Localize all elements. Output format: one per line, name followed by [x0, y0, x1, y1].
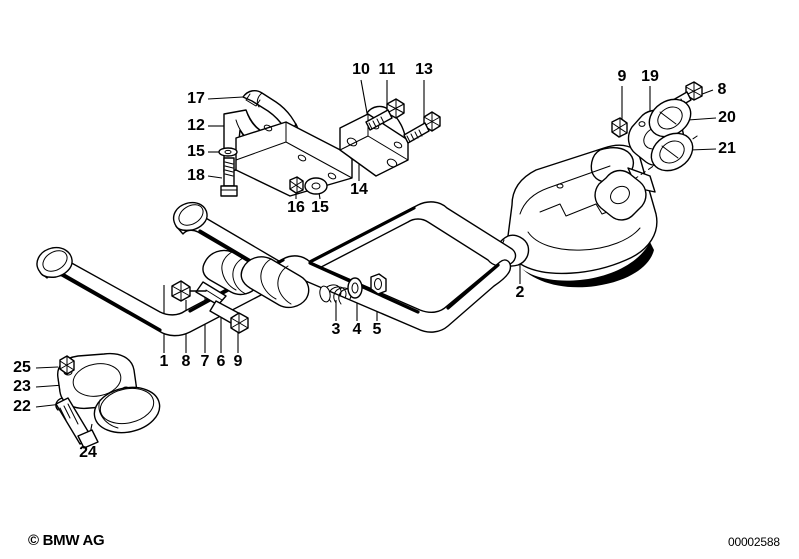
drawing-number: 00002588 — [728, 535, 780, 549]
mounting-bracket-assembly — [339, 98, 441, 177]
callout-12: 12 — [187, 117, 205, 134]
muffler-flange-tab — [594, 169, 647, 221]
washer-15-lower — [304, 177, 328, 195]
callout-8-right: 8 — [717, 81, 727, 98]
callout-17: 17 — [187, 90, 205, 107]
callout-20: 20 — [718, 109, 736, 126]
callout-10: 10 — [352, 61, 370, 78]
callout-21: 21 — [718, 140, 736, 157]
callout-18: 18 — [187, 167, 205, 184]
hex-nut-9 — [611, 117, 628, 138]
callout-14: 14 — [350, 181, 368, 198]
spring-washer-nut-group — [319, 273, 387, 305]
callout-22: 22 — [13, 398, 31, 415]
copyright-notice: © BMW AG — [28, 532, 105, 549]
rear-flange-assembly — [594, 81, 703, 221]
callout-4: 4 — [352, 321, 362, 338]
callout-15-lower: 15 — [311, 199, 329, 216]
rubber-mount-ring-21 — [650, 132, 694, 172]
callout-3: 3 — [331, 321, 341, 338]
washer-4 — [347, 277, 363, 299]
callout-7: 7 — [200, 353, 210, 370]
callout-2: 2 — [515, 284, 525, 301]
washer-15-upper — [218, 147, 238, 157]
callout-8-left: 8 — [181, 353, 191, 370]
callout-5: 5 — [372, 321, 382, 338]
callout-23: 23 — [13, 378, 31, 395]
callout-25: 25 — [13, 359, 31, 376]
callout-24: 24 — [79, 444, 97, 461]
bolt-18 — [220, 157, 238, 197]
callout-1: 1 — [159, 353, 169, 370]
pipe-end-lower — [36, 246, 73, 278]
pipe-end-upper — [172, 201, 208, 232]
stud-bolt-22 — [55, 397, 99, 449]
pipe-clamp-assembly — [171, 249, 310, 334]
callout-9-left: 9 — [233, 353, 243, 370]
callout-19: 19 — [641, 68, 659, 85]
hex-nut-16 — [289, 176, 304, 194]
bolt-11 — [365, 98, 405, 131]
callout-13: 13 — [415, 61, 433, 78]
sealing-ring-24 — [93, 386, 161, 434]
bracket-bar — [235, 121, 353, 197]
callout-16: 16 — [287, 199, 305, 216]
callout-9-top: 9 — [617, 68, 627, 85]
bolt-13 — [403, 111, 441, 144]
callout-6: 6 — [216, 353, 226, 370]
callout-15-upper: 15 — [187, 143, 205, 160]
hex-nut-5 — [370, 273, 387, 295]
manifold-flange-assembly — [55, 352, 161, 449]
hex-nut-25 — [59, 355, 75, 375]
callout-11: 11 — [378, 61, 396, 78]
rubber-mount-ring-20 — [648, 98, 692, 138]
compression-spring — [319, 284, 352, 305]
